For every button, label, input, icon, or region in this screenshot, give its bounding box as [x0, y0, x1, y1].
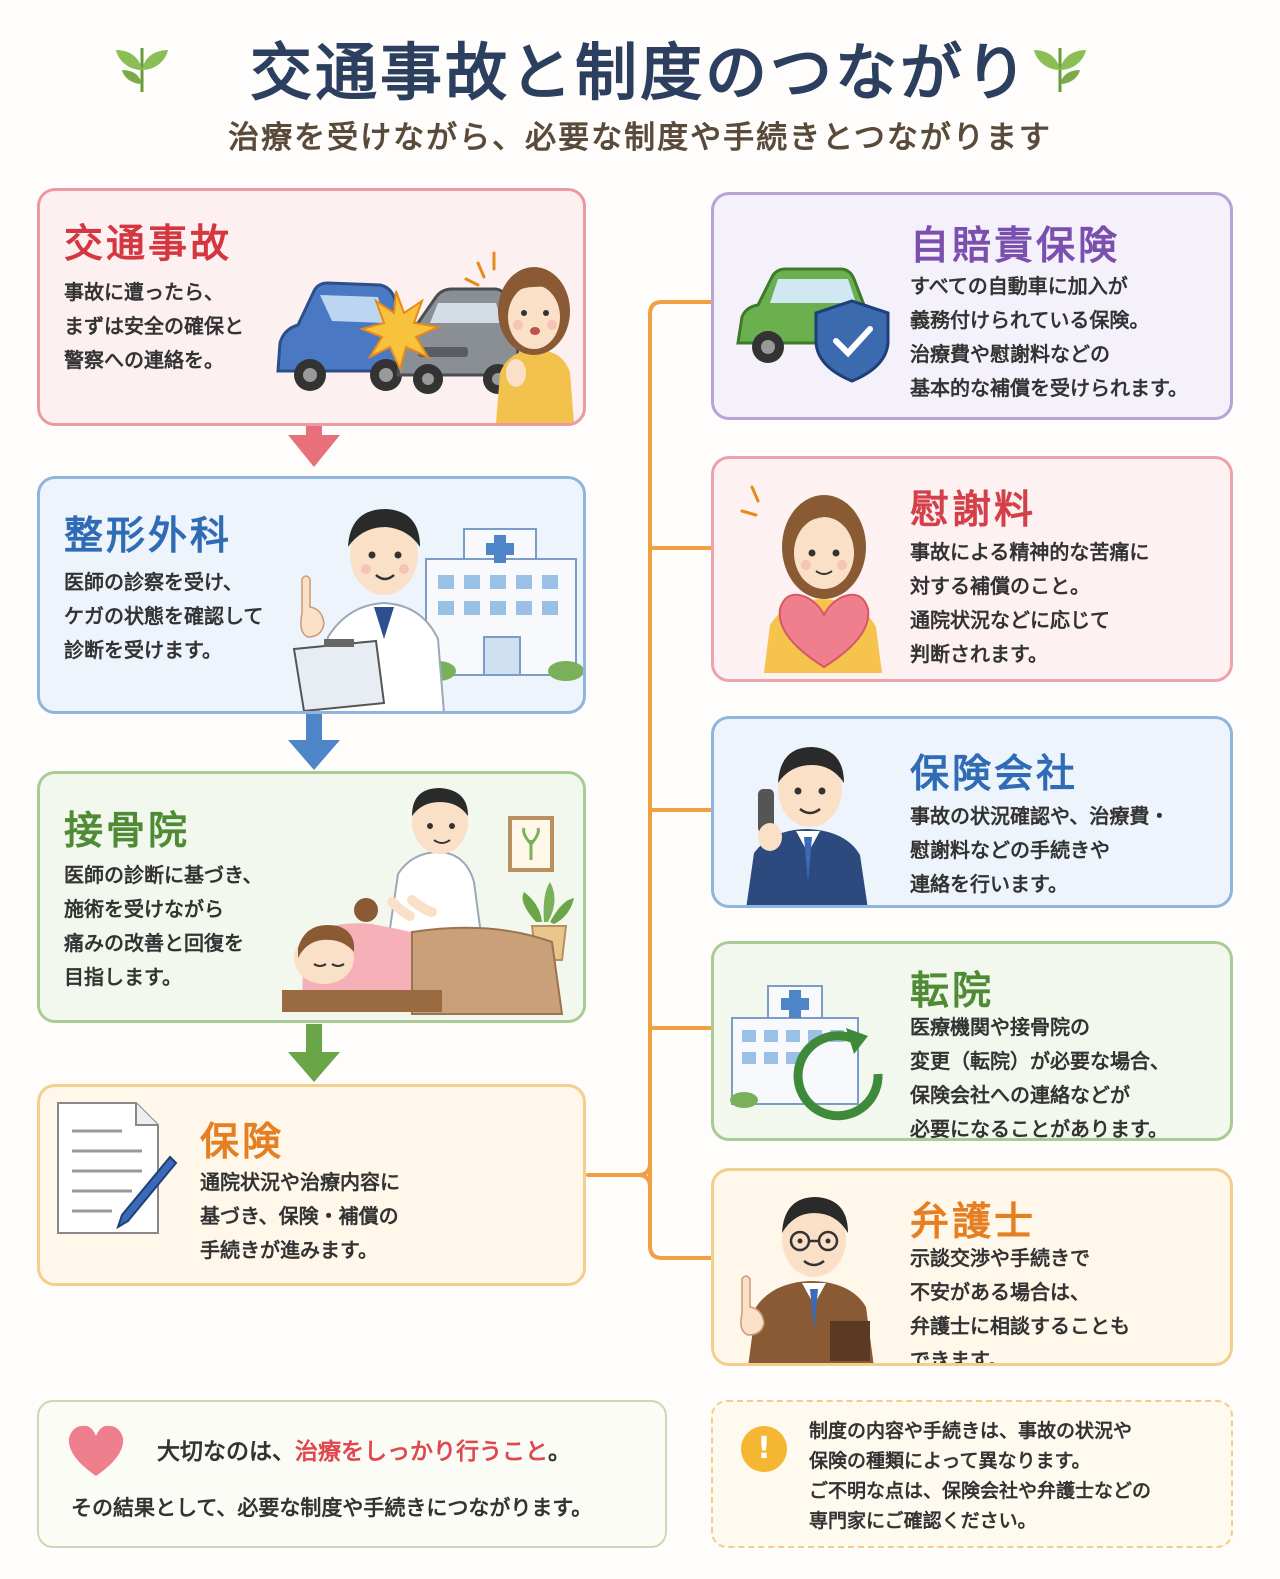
- card-title: 転院: [910, 969, 995, 1014]
- document-pen-icon: [57, 1102, 178, 1234]
- doctor-hospital-icon: [292, 509, 583, 711]
- arrow-down-icon: [288, 405, 340, 467]
- leaf-left-icon: [116, 48, 168, 92]
- important-highlight: 治療をしっかり行うこと: [295, 1439, 548, 1465]
- card-title: 自賠責保険: [910, 224, 1121, 269]
- important-message: 大切なのは、治療をしっかり行うこと。: [157, 1439, 571, 1465]
- card-description: 医師の診察を受け、 ケガの状態を確認して 診断を受けます。: [64, 570, 264, 662]
- card-title: 保険会社: [910, 752, 1079, 797]
- card-description: 事故に遭ったら、 まずは安全の確保と 警察への連絡を。: [64, 280, 244, 372]
- system-card-isharyo: 慰謝料 事故による精神的な苦痛に 対する補償のこと。 通院状況などに応じて 判断…: [711, 456, 1233, 682]
- exclamation-icon: !: [741, 1426, 787, 1472]
- flow-card-insurance: 保険 通院状況や治療内容に 基づき、保険・補償の 手続きが進みます。: [37, 1084, 586, 1286]
- card-title: 交通事故: [64, 222, 233, 267]
- insurer-staff-phone-icon: [746, 747, 868, 905]
- card-description: 事故の状況確認や、治療費・ 慰謝料などの手続きや 連絡を行います。: [910, 804, 1170, 896]
- car-crash-icon: [276, 251, 574, 423]
- card-description: 示談交渉や手続きで 不安がある場合は、 弁護士に相談することも できます。: [910, 1246, 1130, 1366]
- result-message: その結果として、必要な制度や手続きにつながります。: [71, 1496, 593, 1520]
- card-title: 接骨院: [64, 809, 191, 854]
- woman-heart-icon: [740, 485, 882, 673]
- card-description: 医療機関や接骨院の 変更（転院）が必要な場合、 保険会社への連絡などが 必要にな…: [910, 1015, 1170, 1141]
- system-card-lawyer: 弁護士 示談交渉や手続きで 不安がある場合は、 弁護士に相談することも できます…: [711, 1168, 1233, 1366]
- card-title: 慰謝料: [910, 488, 1037, 533]
- important-note: 大切なのは、治療をしっかり行うこと。 その結果として、必要な制度や手続きにつなが…: [37, 1400, 667, 1548]
- flow-card-bonesetter: 接骨院 医師の診断に基づき、 施術を受けながら 痛みの改善と回復を 目指します。: [37, 771, 586, 1023]
- page-title: 交通事故と制度のつながり: [249, 36, 1030, 109]
- card-description: 医師の診断に基づき、 施術を受けながら 痛みの改善と回復を 目指します。: [64, 863, 263, 989]
- leaf-right-icon: [1034, 48, 1086, 92]
- flow-card-accident: 交通事故 事故に遭ったら、 まずは安全の確保と 警察への連絡を。: [37, 188, 586, 426]
- arrow-down-icon: [288, 714, 340, 770]
- arrow-down-icon: [288, 1024, 340, 1082]
- massage-treatment-icon: [282, 788, 574, 1015]
- card-description: 事故による精神的な苦痛に 対する補償のこと。 通院状況などに応じて 判断されます…: [910, 540, 1150, 666]
- system-card-jibaiseki: 自賠責保険 すべての自動車に加入が 義務付けられている保険。 治療費や慰謝料など…: [711, 192, 1233, 420]
- card-description: 通院状況や治療内容に 基づき、保険・補償の 手続きが進みます。: [200, 1170, 400, 1262]
- connector-lines: [586, 300, 712, 1260]
- system-card-insurer: 保険会社 事故の状況確認や、治療費・ 慰謝料などの手続きや 連絡を行います。: [711, 716, 1233, 908]
- hospital-transfer-icon: [730, 985, 883, 1121]
- car-shield-icon: [736, 267, 890, 383]
- card-title: 弁護士: [910, 1200, 1037, 1245]
- caution-text: 制度の内容や手続きは、事故の状況や 保険の種類によって異なります。 ご不明な点は…: [809, 1420, 1152, 1532]
- flow-card-orthopedics: 整形外科 医師の診察を受け、 ケガの状態を確認して 診断を受けます。: [37, 476, 586, 714]
- lawyer-icon: [740, 1197, 874, 1363]
- card-title: 整形外科: [64, 514, 233, 559]
- card-description: すべての自動車に加入が 義務付けられている保険。 治療費や慰謝料などの 基本的な…: [910, 274, 1188, 400]
- heart-icon: [68, 1425, 124, 1476]
- page-subtitle: 治療を受けながら、必要な制度や手続きとつながります: [228, 120, 1052, 156]
- caution-note: ! 制度の内容や手続きは、事故の状況や 保険の種類によって異なります。 ご不明な…: [711, 1400, 1233, 1548]
- system-card-transfer: 転院 医療機関や接骨院の 変更（転院）が必要な場合、 保険会社への連絡などが 必…: [711, 941, 1233, 1141]
- card-title: 保険: [200, 1120, 285, 1165]
